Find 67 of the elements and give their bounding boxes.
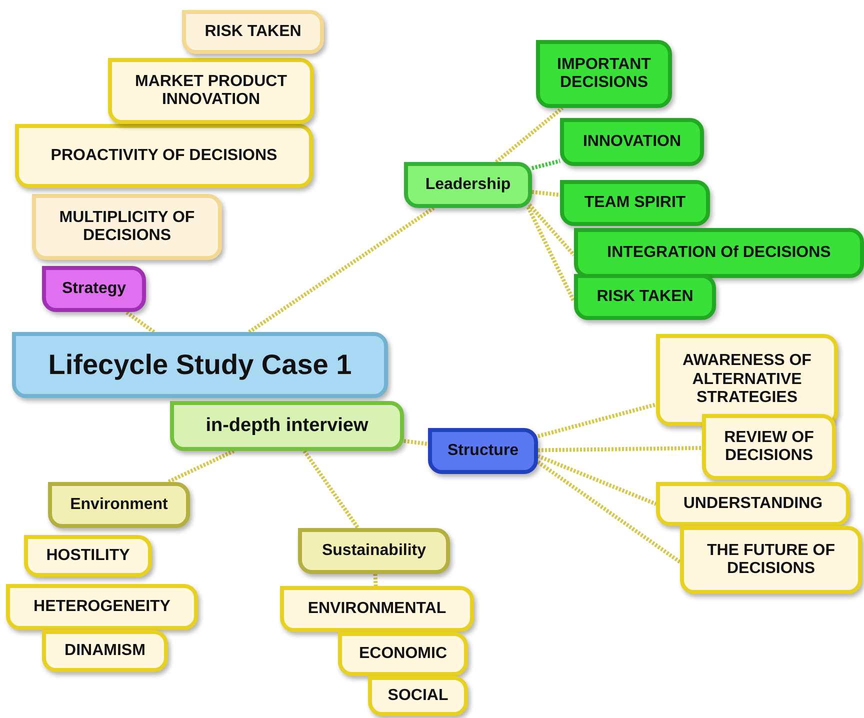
topic-label: MULTIPLICITY OF DECISIONS	[58, 208, 196, 246]
topic-label: Sustainability	[322, 542, 426, 560]
topic-box	[368, 676, 468, 716]
topic-label: Structure	[447, 442, 519, 460]
topic-label: in-depth interview	[206, 415, 368, 437]
topic-box	[15, 124, 313, 188]
dotted-connector	[124, 310, 156, 334]
topic-box	[574, 274, 716, 320]
branch-box	[298, 528, 450, 574]
topic-label: THE FUTURE OF DECISIONS	[706, 542, 836, 578]
topic-label: UNDERSTANDING	[683, 494, 823, 514]
topic-box	[656, 482, 850, 526]
topic-box	[574, 228, 864, 278]
dotted-connector	[537, 402, 657, 438]
branch-box	[48, 482, 190, 528]
topic-label: DINAMISM	[64, 642, 146, 660]
dotted-connector	[248, 206, 435, 334]
topic-box	[702, 414, 836, 480]
topic-label: MARKET PRODUCT INNOVATION	[134, 72, 288, 110]
topic-box	[108, 58, 314, 124]
subtopic-box	[170, 401, 404, 451]
dotted-connector	[528, 203, 576, 256]
dotted-connector	[373, 574, 378, 586]
topic-label: HOSTILITY	[46, 546, 130, 566]
topic-box	[42, 630, 168, 672]
topic-label: RISK TAKEN	[596, 288, 694, 306]
topic-box	[680, 526, 862, 594]
dotted-connector	[526, 206, 576, 302]
topic-box	[24, 535, 152, 577]
central-topic-box	[12, 332, 388, 398]
dotted-connector	[167, 449, 235, 484]
dotted-connector	[536, 460, 682, 564]
topic-label: INTEGRATION Of DECISIONS	[607, 244, 831, 262]
topic-box	[656, 334, 838, 426]
topic-label: ECONOMIC	[359, 644, 447, 664]
topic-box	[32, 194, 222, 260]
topic-label: Lifecycle Study Case 1	[48, 348, 352, 382]
topic-label: SOCIAL	[388, 686, 448, 706]
topic-box	[560, 180, 710, 226]
branch-box	[404, 162, 532, 208]
dotted-connector	[532, 158, 560, 170]
branch-box	[42, 266, 146, 312]
branch-box	[428, 428, 538, 474]
topic-box	[280, 586, 474, 632]
topic-box	[182, 10, 324, 54]
topic-box	[338, 632, 468, 676]
dotted-connector	[494, 106, 564, 164]
topic-label: REVIEW OF DECISIONS	[723, 428, 815, 466]
dotted-connector	[538, 446, 702, 452]
topic-label: Environment	[70, 496, 168, 514]
topic-label: TEAM SPIRIT	[584, 194, 686, 212]
topic-box	[536, 40, 672, 108]
topic-label: RISK TAKEN	[204, 22, 302, 42]
topic-label: Strategy	[62, 280, 126, 298]
dotted-connector	[404, 438, 428, 446]
topic-label: AWARENESS OF ALTERNATIVE STRATEGIES	[682, 352, 812, 408]
topic-label: IMPORTANT DECISIONS	[556, 56, 652, 92]
topic-label: PROACTIVITY OF DECISIONS	[50, 146, 278, 166]
topic-label: INNOVATION	[582, 132, 682, 152]
topic-box	[560, 118, 704, 166]
dotted-connector	[532, 190, 560, 197]
topic-box	[6, 584, 198, 630]
topic-label: ENVIRONMENTAL	[308, 600, 446, 618]
dotted-connector	[302, 450, 360, 530]
topic-label: HETEROGENEITY	[34, 598, 170, 616]
dotted-connector	[537, 454, 657, 506]
topic-label: Leadership	[425, 176, 511, 194]
